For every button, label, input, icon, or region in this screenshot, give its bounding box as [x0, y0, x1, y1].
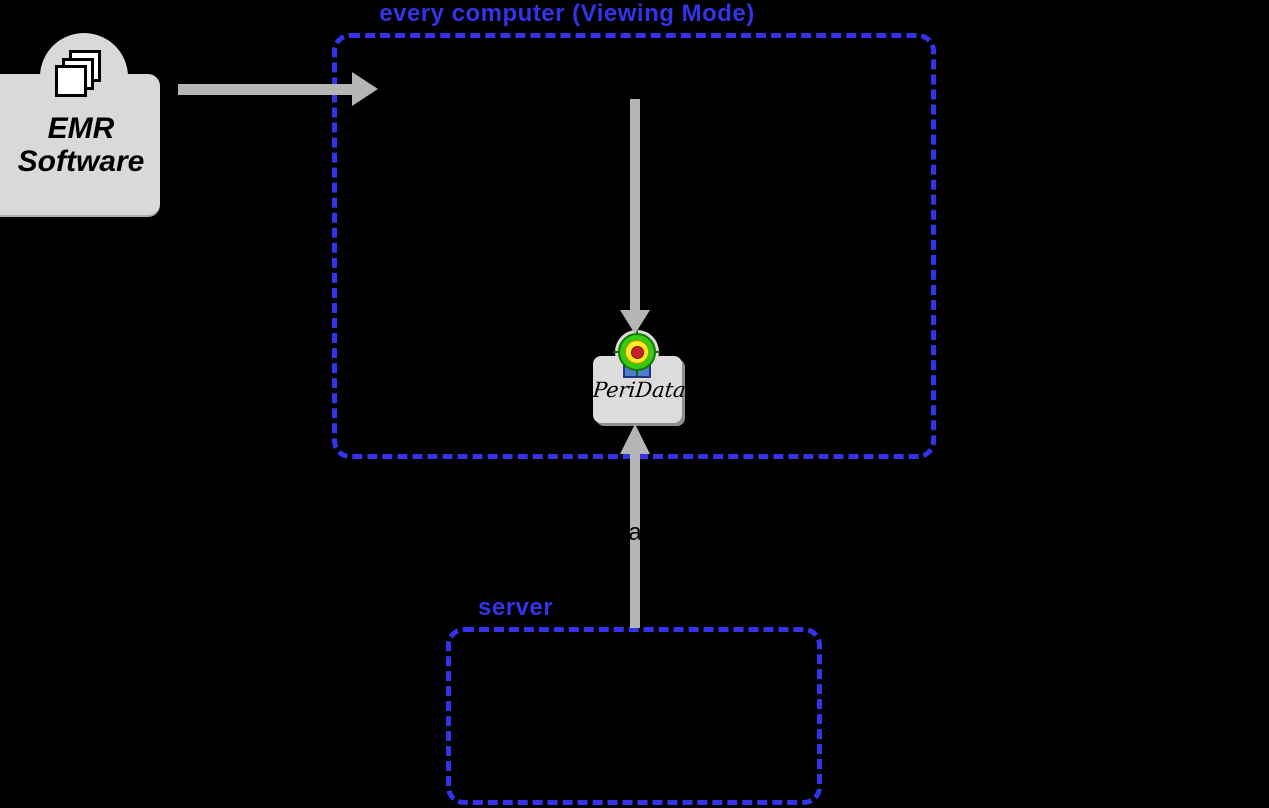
viewing-mode-box-title: every computer (Viewing Mode)	[379, 0, 755, 27]
emr-node-body	[0, 74, 160, 215]
peridata-label: PeriData	[591, 378, 687, 402]
page-sheet-front	[55, 65, 87, 97]
server-arrow-label: a	[628, 519, 642, 546]
target-center-dot	[630, 345, 644, 359]
server-to-peridata-arrowhead-up	[620, 424, 650, 454]
viewing-to-peridata-arrow-shaft	[630, 99, 640, 312]
emr-to-viewing-arrow-shaft	[178, 84, 354, 95]
emr-software-label: EMR Software	[0, 112, 162, 178]
server-to-peridata-arrow-shaft	[630, 452, 640, 628]
emr-label-line1: EMR	[47, 112, 115, 145]
viewing-to-peridata-arrowhead-down	[620, 310, 650, 334]
emr-label-line2: Software	[17, 145, 145, 178]
server-box-title: server	[478, 594, 554, 621]
server-group-box	[446, 627, 822, 805]
emr-to-viewing-arrowhead-right	[352, 72, 378, 106]
target-middle-ring	[625, 340, 649, 364]
target-outer-ring	[618, 333, 656, 371]
